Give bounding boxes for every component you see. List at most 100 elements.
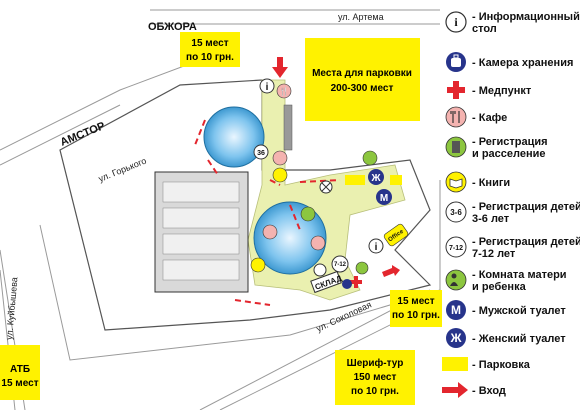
legend-label: 3-6 лет bbox=[472, 213, 510, 225]
map-info-icon-top: i bbox=[259, 78, 275, 94]
map-books-icon-left bbox=[250, 257, 266, 273]
info-icon: i bbox=[445, 11, 467, 33]
svg-text:по 10 грн.: по 10 грн. bbox=[186, 52, 234, 63]
legend-item: Ж - Женский туалет bbox=[446, 328, 566, 348]
legend-label: - Комната матери bbox=[472, 269, 567, 281]
map-info-icon-bottom: i bbox=[368, 238, 384, 254]
svg-text:i: i bbox=[266, 82, 269, 93]
legend-label: - Регистрация детей bbox=[472, 201, 580, 213]
parking-main: Места для парковки 200-300 мест bbox=[305, 38, 420, 121]
svg-text:200-300 мест: 200-300 мест bbox=[331, 83, 394, 94]
dome-small bbox=[203, 106, 265, 168]
legend-label: - Медпункт bbox=[472, 85, 532, 97]
map-registration-icon bbox=[362, 150, 378, 166]
svg-text:🍴: 🍴 bbox=[279, 86, 289, 96]
map-reg-icon-dome bbox=[300, 206, 316, 222]
legend-label: - Информационный bbox=[472, 11, 580, 23]
map-kids-7-12-icon: 7-12 bbox=[331, 255, 349, 273]
place-obzhora: ОБЖОРА bbox=[148, 21, 197, 33]
map-mother-child-icon bbox=[355, 261, 369, 275]
legend-item: - Медпункт bbox=[447, 81, 532, 99]
svg-text:М: М bbox=[451, 303, 461, 317]
first-aid-icon bbox=[447, 81, 465, 99]
road-kuybysheva: ул. Куйбышева bbox=[4, 277, 19, 340]
map-cafe-icon-top: 🍴 bbox=[276, 83, 292, 99]
roads bbox=[0, 9, 441, 410]
mens-toilet-icon: М bbox=[446, 300, 466, 320]
map-luggage-icon-bottom bbox=[342, 279, 352, 289]
parking-atb: АТБ 15 мест bbox=[0, 345, 40, 400]
mother-child-icon bbox=[445, 269, 467, 291]
entrance-arrow-icon bbox=[442, 382, 468, 398]
legend-label: - Камера хранения bbox=[472, 57, 573, 69]
svg-text:Места для парковки: Места для парковки bbox=[312, 68, 412, 79]
svg-text:15 мест: 15 мест bbox=[191, 38, 228, 49]
svg-text:7-12: 7-12 bbox=[334, 262, 347, 268]
legend-label: и ребенка bbox=[472, 281, 527, 293]
svg-text:Ж: Ж bbox=[450, 331, 462, 345]
legend-label: 7-12 лет bbox=[472, 248, 516, 260]
kids-3-6-icon: 3-6 bbox=[445, 201, 467, 223]
svg-text:7-12: 7-12 bbox=[449, 245, 463, 252]
legend-label: - Регистрация bbox=[472, 136, 548, 148]
legend-item: - Вход bbox=[442, 382, 506, 398]
map-womens-toilet-icon: Ж bbox=[368, 169, 384, 185]
map-kids-3-6-icon: 36 bbox=[253, 144, 269, 160]
cafe-icon bbox=[445, 106, 467, 128]
legend-item: - Книги bbox=[445, 171, 510, 193]
parking-swatch-icon bbox=[442, 357, 468, 371]
map-first-aid-icon bbox=[350, 276, 362, 288]
svg-text:15 мест: 15 мест bbox=[1, 378, 38, 389]
luggage-icon bbox=[446, 52, 466, 72]
books-icon bbox=[445, 171, 467, 193]
svg-text:Ж: Ж bbox=[370, 173, 381, 184]
legend-label: - Мужской туалет bbox=[472, 305, 566, 317]
legend-label: - Женский туалет bbox=[472, 333, 566, 345]
legend-label: - Кафе bbox=[472, 112, 507, 124]
legend-item: М - Мужской туалет bbox=[446, 300, 566, 320]
svg-text:М: М bbox=[380, 193, 388, 204]
office: Office bbox=[383, 223, 409, 247]
road-artema: ул. Артема bbox=[338, 12, 384, 22]
legend-item: - Парковка bbox=[442, 357, 531, 371]
small-parking-spots bbox=[345, 175, 402, 185]
legend-label: - Книги bbox=[472, 177, 510, 189]
map-cafe-icon-mid bbox=[272, 150, 288, 166]
map-mens-toilet-icon: М bbox=[376, 189, 392, 205]
svg-text:i: i bbox=[454, 15, 458, 29]
legend-label: - Регистрация детей bbox=[472, 236, 580, 248]
legend-label: стол bbox=[472, 23, 497, 35]
parking-obzhora: 15 мест по 10 грн. bbox=[180, 32, 240, 67]
route-dashes bbox=[194, 119, 341, 306]
main-hall bbox=[154, 171, 249, 293]
entrance-arrow-top bbox=[272, 57, 288, 78]
legend-item: - Кафе bbox=[445, 106, 507, 128]
building-bars bbox=[283, 104, 293, 151]
registration-icon bbox=[445, 136, 467, 158]
legend-label: - Парковка bbox=[472, 359, 531, 371]
parking-sheriff: Шериф-тур 150 мест по 10 грн. bbox=[335, 350, 415, 405]
svg-text:150 мест: 150 мест bbox=[354, 372, 397, 383]
map-cafe-icon-left bbox=[262, 224, 278, 240]
map-small-dome-icon bbox=[313, 263, 327, 277]
svg-text:15 мест: 15 мест bbox=[397, 296, 434, 307]
parking-sokolovaya: 15 мест по 10 грн. bbox=[390, 290, 442, 327]
svg-text:АТБ: АТБ bbox=[10, 364, 30, 375]
svg-text:3-6: 3-6 bbox=[450, 208, 462, 217]
entrance-arrow-bottom bbox=[382, 265, 400, 277]
legend-label: и расселение bbox=[472, 148, 546, 160]
map-cafe-icon-dome bbox=[310, 235, 326, 251]
svg-text:i: i bbox=[375, 242, 378, 253]
svg-text:36: 36 bbox=[257, 150, 265, 157]
womens-toilet-icon: Ж bbox=[446, 328, 466, 348]
map-books-icon bbox=[272, 167, 288, 183]
kids-7-12-icon: 7-12 bbox=[445, 236, 467, 258]
legend-item: - Камера хранения bbox=[446, 52, 573, 72]
